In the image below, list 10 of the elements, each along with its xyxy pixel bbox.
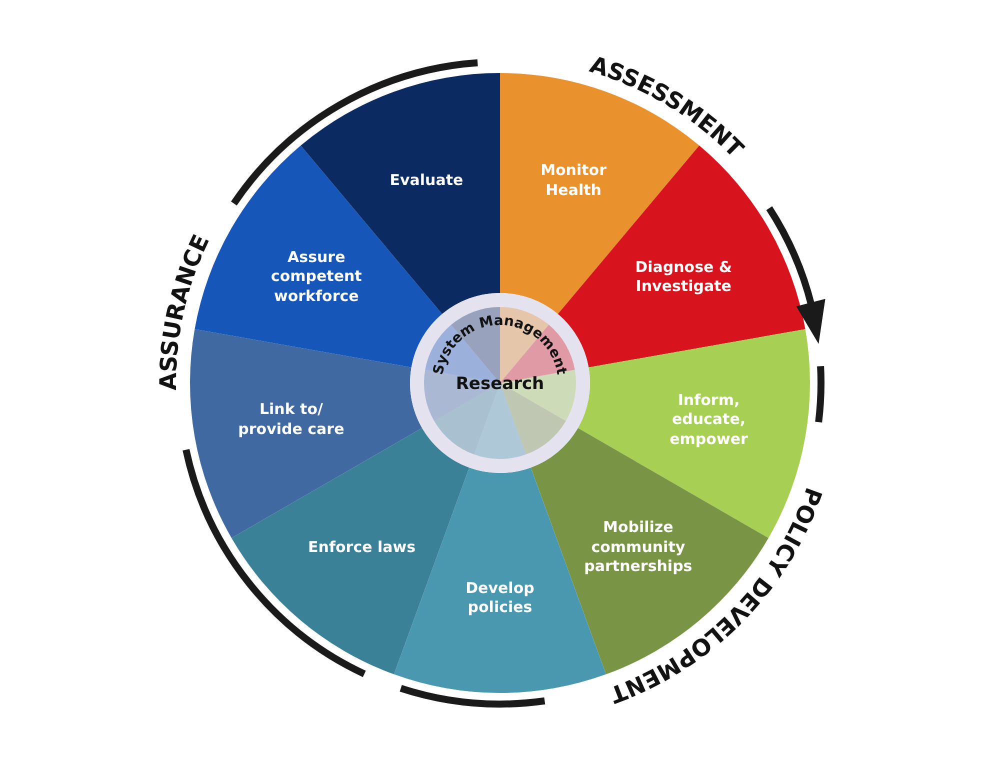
segment-label: Monitor Health	[540, 161, 608, 200]
segment-label: Develop policies	[464, 578, 536, 618]
segment-label: Inform, educate, empower	[668, 390, 749, 450]
segment-label: Diagnose & Investigate	[634, 258, 734, 296]
segment-label: Link to/ provide care	[237, 400, 346, 440]
segment-label: Assure competent workforce	[270, 248, 363, 306]
center-hub	[410, 293, 590, 473]
segment-label: Enforce laws	[308, 538, 416, 558]
segment-label: Evaluate	[390, 171, 464, 191]
hub-label: Research	[456, 374, 544, 394]
